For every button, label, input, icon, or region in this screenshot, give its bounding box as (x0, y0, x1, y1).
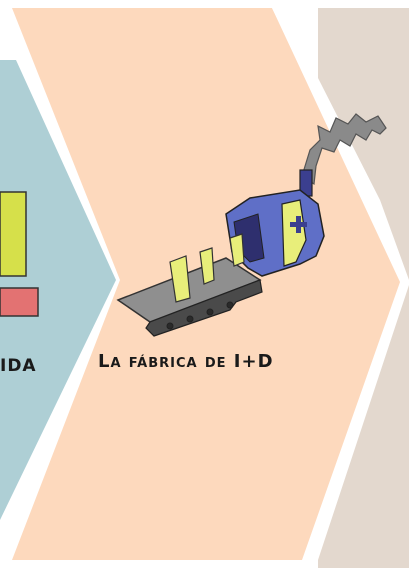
stage-1-label: IDA (0, 356, 37, 376)
stage-1-chevron (0, 60, 116, 520)
stage-2-label: La fábrica de I+D (98, 351, 274, 372)
factory-machine-icon (116, 113, 387, 337)
box-icon (0, 191, 39, 317)
smoke-icon (301, 113, 387, 186)
